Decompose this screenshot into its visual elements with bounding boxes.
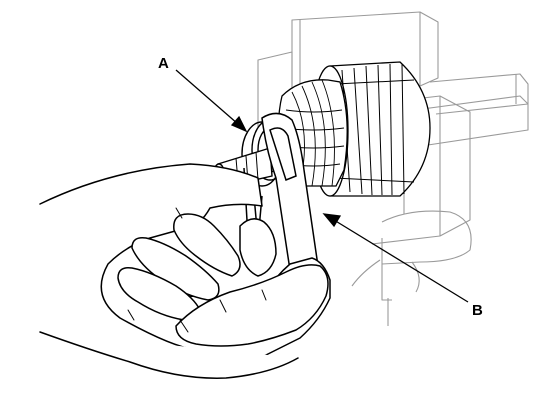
hand: [39, 163, 331, 379]
leader-arrow-b: [322, 213, 469, 303]
leader-arrow-a: [175, 69, 248, 133]
callout-label-b: B: [472, 302, 483, 319]
callout-label-a: A: [158, 55, 169, 72]
